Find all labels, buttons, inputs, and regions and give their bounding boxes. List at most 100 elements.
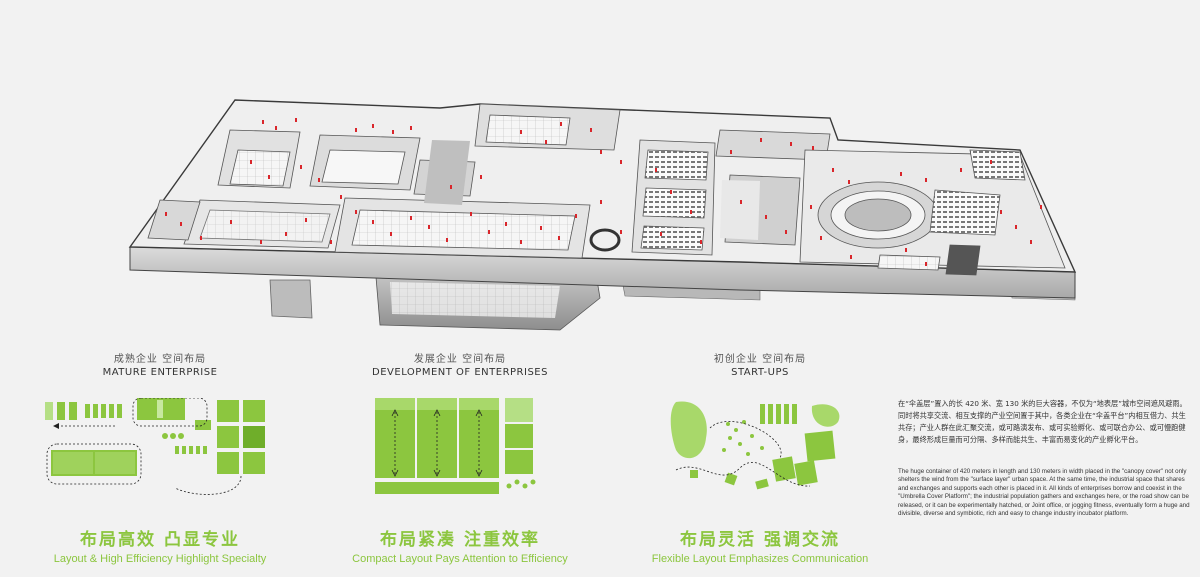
occupant-marker xyxy=(505,222,507,226)
light-wells xyxy=(424,140,760,240)
occupant-marker xyxy=(318,178,320,182)
description-cn: 在“伞盖层”置入的长 420 米、宽 130 米的巨大容器，不仅为“地表层”城市… xyxy=(898,399,1187,444)
small-desks xyxy=(175,446,207,454)
occupant-marker xyxy=(690,210,692,214)
occupant-marker xyxy=(990,160,992,164)
panel-headline-en: Compact Layout Pays Attention to Efficie… xyxy=(352,553,568,565)
occupant-marker xyxy=(470,212,472,216)
occupant-marker xyxy=(180,222,182,226)
panel-headline-cn: 布局紧凑 注重效率 xyxy=(380,530,540,550)
meeting-room xyxy=(804,430,836,462)
occupant-marker xyxy=(765,215,767,219)
occupant-marker xyxy=(700,240,702,244)
mature-layout-diagram xyxy=(45,398,265,495)
occupant-marker xyxy=(340,195,342,199)
occupant-marker xyxy=(740,200,742,204)
panel-title-en: START-UPS xyxy=(731,367,789,378)
occupant-marker xyxy=(905,248,907,252)
occupant-marker xyxy=(730,150,732,154)
occupant-marker xyxy=(812,146,814,150)
occupant-marker xyxy=(390,232,392,236)
occupant-marker xyxy=(260,240,262,244)
panel-headline-cn: 布局灵活 强调交流 xyxy=(680,530,840,550)
occupant-marker xyxy=(410,126,412,130)
occupant-marker xyxy=(520,130,522,134)
panel-headline-en: Flexible Layout Emphasizes Communication xyxy=(651,553,869,565)
occupant-marker xyxy=(1015,225,1017,229)
stripe-benches xyxy=(760,404,797,424)
occupant-marker xyxy=(268,175,270,179)
occupant-marker xyxy=(450,185,452,189)
occupant-marker xyxy=(372,220,374,224)
occupant-marker xyxy=(575,214,577,218)
occupant-marker xyxy=(330,240,332,244)
side-rooms xyxy=(505,398,533,474)
occupant-marker xyxy=(410,216,412,220)
occupant-marker xyxy=(620,230,622,234)
occupant-marker xyxy=(540,226,542,230)
occupant-marker xyxy=(488,230,490,234)
panel-title-cn: 发展企业 空间布局 xyxy=(413,354,507,365)
occupant-marker xyxy=(480,175,482,179)
occupant-marker xyxy=(600,200,602,204)
occupant-marker xyxy=(300,165,302,169)
occupant-marker xyxy=(372,124,374,128)
occupant-marker xyxy=(785,230,787,234)
axonometric-building-diagram xyxy=(128,99,1077,331)
occupant-marker xyxy=(925,178,927,182)
occupant-marker xyxy=(790,142,792,146)
occupant-marker xyxy=(392,130,394,134)
blob-right xyxy=(811,404,840,427)
occupant-marker xyxy=(1040,205,1042,209)
occupant-marker xyxy=(655,168,657,172)
panel-start-ups: 初创企业 空间布局 START-UPS 布局灵活 强调交流 Flexible L… xyxy=(630,350,890,565)
occupant-marker xyxy=(428,225,430,229)
occupant-marker xyxy=(558,236,560,240)
occupant-marker xyxy=(545,140,547,144)
occupant-marker xyxy=(230,220,232,224)
occupant-marker xyxy=(820,236,822,240)
occupant-marker xyxy=(660,232,662,236)
occupant-marker xyxy=(1030,240,1032,244)
occupant-marker xyxy=(305,218,307,222)
occupant-marker xyxy=(760,138,762,142)
occupant-marker xyxy=(848,180,850,184)
description-en: The huge container of 420 meters in leng… xyxy=(898,468,1190,518)
panel-title-en: DEVELOPMENT OF ENTERPRISES xyxy=(372,367,548,378)
occupant-marker xyxy=(275,126,277,130)
panel-title-cn: 成熟企业 空间布局 xyxy=(113,354,207,365)
occupant-marker xyxy=(560,122,562,126)
offices-right-column xyxy=(217,400,265,474)
offices-top-row xyxy=(45,402,122,420)
occupant-marker xyxy=(590,128,592,132)
panel-mature-enterprise: 成熟企业 空间布局 MATURE ENTERPRISE xyxy=(30,350,290,565)
occupant-marker xyxy=(620,160,622,164)
panel-headline-cn: 布局高效 凸显专业 xyxy=(80,530,240,550)
occupant-marker xyxy=(960,168,962,172)
occupant-marker xyxy=(295,118,297,122)
occupant-marker xyxy=(600,150,602,154)
startup-layout-diagram xyxy=(670,401,840,490)
development-layout-diagram xyxy=(375,398,536,494)
occupant-marker xyxy=(200,236,202,240)
occupant-marker xyxy=(832,168,834,172)
occupant-marker xyxy=(670,190,672,194)
start-up-zone xyxy=(799,149,1066,276)
occupant-marker xyxy=(1000,210,1002,214)
occupant-marker xyxy=(520,240,522,244)
mature-enterprise-zone xyxy=(147,129,421,249)
occupant-marker xyxy=(262,120,264,124)
office-base-strip xyxy=(375,482,499,494)
blob-left xyxy=(670,401,707,459)
occupant-marker xyxy=(250,160,252,164)
panel-headline-en: Layout & High Efficiency Highlight Speci… xyxy=(53,553,267,565)
occupant-marker xyxy=(850,255,852,259)
office-columns xyxy=(375,398,499,478)
occupant-marker xyxy=(810,205,812,209)
occupant-marker xyxy=(355,128,357,132)
occupant-marker xyxy=(446,238,448,242)
occupant-marker xyxy=(355,210,357,214)
panel-title-cn: 初创企业 空间布局 xyxy=(713,354,807,365)
occupant-marker xyxy=(165,212,167,216)
panel-development-enterprises: 发展企业 空间布局 DEVELOPMENT OF ENTERPRISES 布局紧… xyxy=(330,350,590,565)
